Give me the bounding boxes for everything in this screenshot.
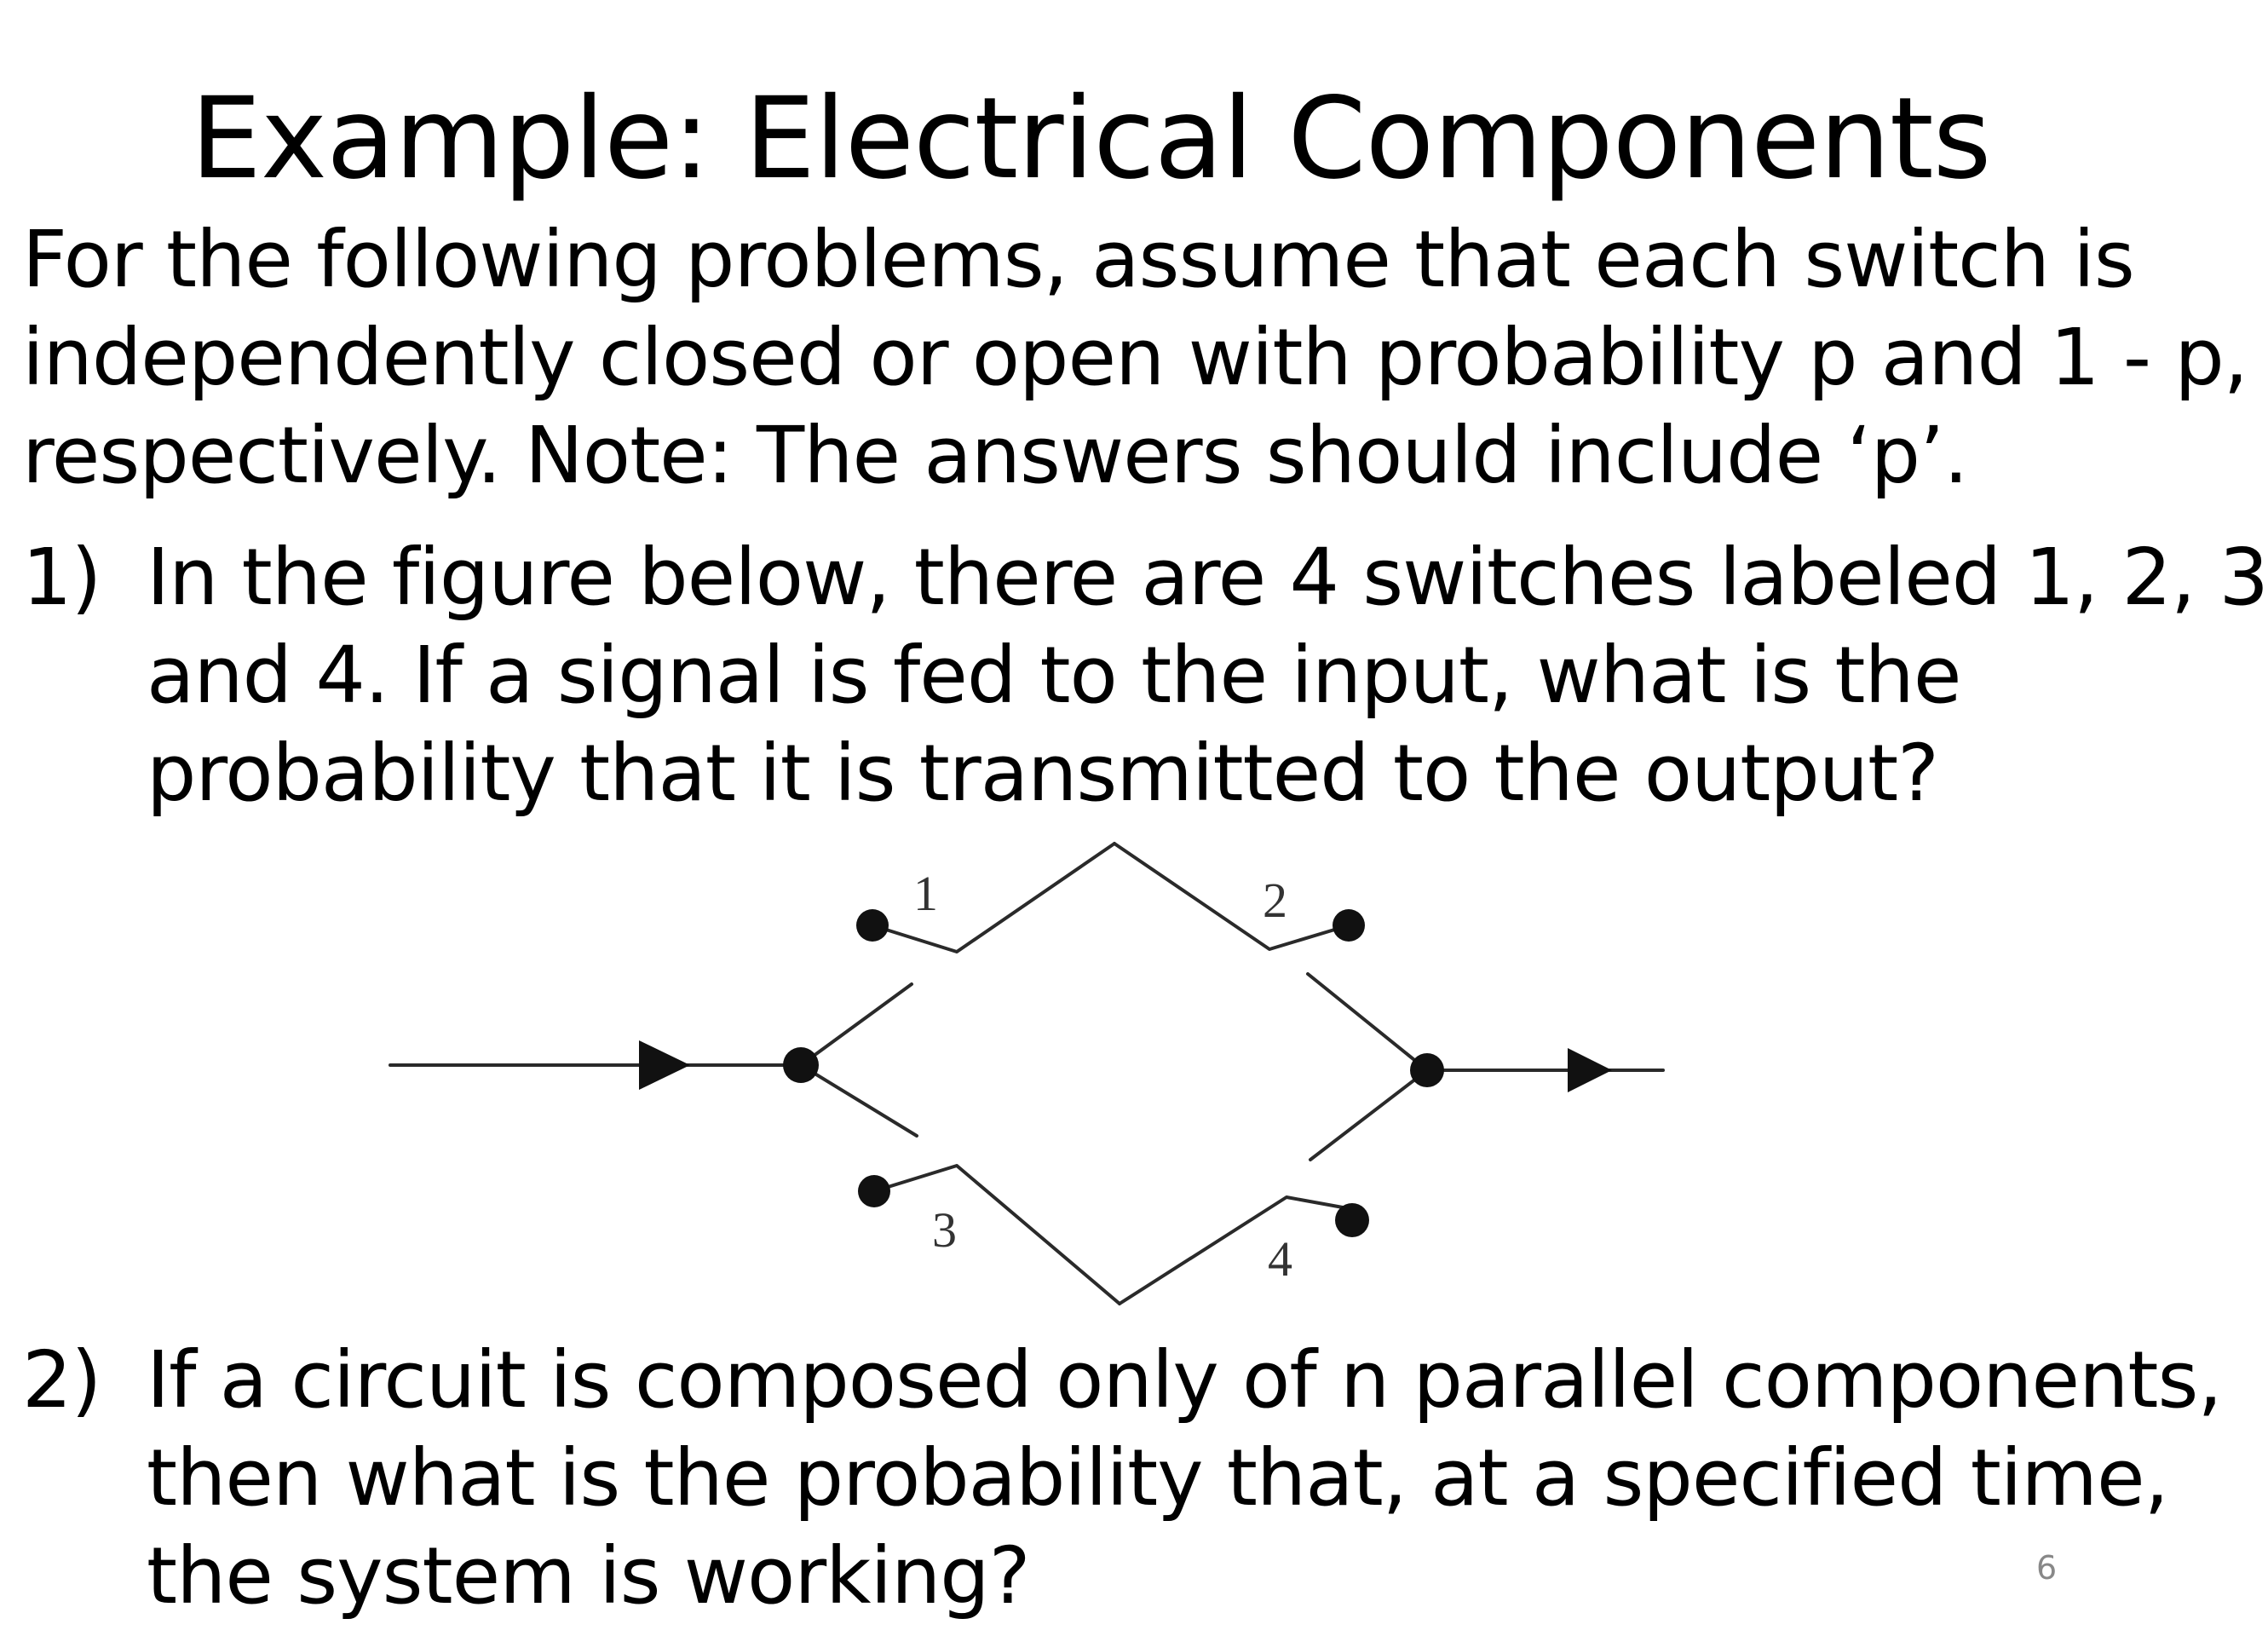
switch-label-3: 3 <box>932 1202 957 1258</box>
question-line: and 4. If a signal is fed to the input, … <box>147 630 1961 721</box>
switch-label-4: 4 <box>1268 1231 1292 1287</box>
slide-title: Example: Electrical Components <box>190 73 1992 204</box>
intro-paragraph: For the following problems, assume that … <box>22 210 2248 504</box>
wire <box>799 1063 918 1138</box>
question-line: If a circuit is composed only of n paral… <box>147 1334 2223 1426</box>
circuit-diagram: 1 2 3 4 <box>389 842 1665 1305</box>
output-node <box>1410 1053 1444 1087</box>
switch-1-contact <box>856 909 889 942</box>
switch-label-2: 2 <box>1263 873 1287 928</box>
switch-1-arm <box>871 842 1116 953</box>
intro-line: independently closed or open with probab… <box>22 312 2248 403</box>
intro-line: For the following problems, assume that … <box>22 214 2135 305</box>
question-line: then what is the probability that, at a … <box>147 1432 2169 1524</box>
question-number: 1) <box>22 532 101 623</box>
switch-3-contact <box>858 1175 890 1207</box>
switch-2-contact <box>1333 909 1365 942</box>
question-number: 2) <box>22 1334 101 1426</box>
question-line: In the figure below, there are 4 switche… <box>147 532 2268 623</box>
wire <box>1306 972 1429 1072</box>
question-line: the system is working? <box>147 1530 1031 1622</box>
wire <box>799 982 913 1067</box>
intro-line: respectively. Note: The answers should i… <box>22 410 1969 501</box>
switch-4-arm <box>1118 1195 1354 1305</box>
slide-number: 6 <box>2036 1549 2058 1587</box>
input-node <box>783 1047 819 1083</box>
question-line: probability that it is transmitted to th… <box>147 728 1939 819</box>
switch-2-arm <box>1113 842 1350 951</box>
wire <box>1309 1069 1429 1161</box>
input-arrow-icon <box>639 1040 690 1090</box>
question-text: In the figure below, there are 4 switche… <box>147 528 2268 822</box>
switch-4-contact <box>1335 1203 1369 1237</box>
switch-label-1: 1 <box>913 866 938 921</box>
output-arrow-icon <box>1568 1048 1612 1092</box>
question-text: If a circuit is composed only of n paral… <box>147 1331 2223 1625</box>
switch-3-arm <box>872 1164 1121 1305</box>
